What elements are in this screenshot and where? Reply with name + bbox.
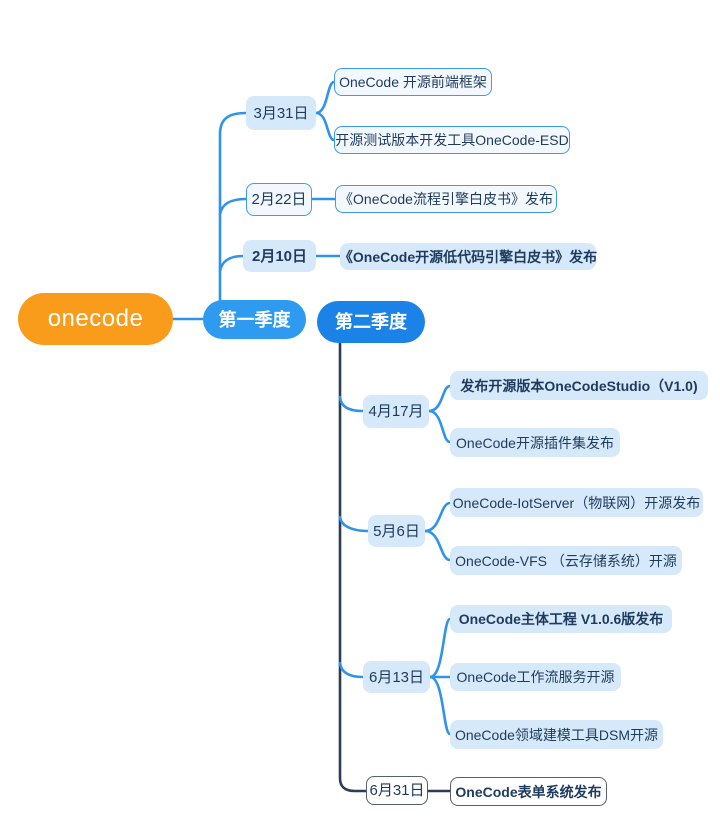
connector-q2-date1 xyxy=(338,395,365,413)
branch-q1[interactable]: 第一季度 xyxy=(203,300,306,339)
topic-q2-date-apr17[interactable]: 4月17月 xyxy=(363,395,429,428)
topic-q2-date-jun31[interactable]: 6月31日 xyxy=(366,776,428,805)
connector-q2d3-child3 xyxy=(428,675,452,736)
topic-q1-date-feb10[interactable]: 2月10日 xyxy=(243,240,316,272)
connector-date1-child2 xyxy=(314,111,336,142)
item-plugin-collection[interactable]: OneCode开源插件集发布 xyxy=(450,428,620,457)
connector-q2-trunk xyxy=(338,341,368,793)
item-form-system-release[interactable]: OneCode表单系统发布 xyxy=(450,777,607,806)
item-onecodestudio-release[interactable]: 发布开源版本OneCodeStudio（V1.0) xyxy=(450,371,708,400)
connector-q2d2-child2 xyxy=(423,529,452,562)
item-dsm-tool[interactable]: OneCode领域建模工具DSM开源 xyxy=(450,720,663,749)
connector-date1-child1 xyxy=(314,80,336,115)
item-workflow-service[interactable]: OneCode工作流服务开源 xyxy=(450,663,621,691)
connector-q2d1-child2 xyxy=(427,409,452,444)
topic-q1-date-feb22[interactable]: 2月22日 xyxy=(246,183,312,216)
connector-q1-trunk xyxy=(218,111,248,302)
branch-q2[interactable]: 第二季度 xyxy=(317,301,425,343)
item-iotserver-release[interactable]: OneCode-IotServer（物联网）开源发布 xyxy=(450,488,703,517)
connector-q2d2-child1 xyxy=(423,501,452,533)
topic-q2-date-jun13[interactable]: 6月13日 xyxy=(363,661,430,693)
root-topic[interactable]: onecode xyxy=(18,293,173,345)
connector-q2-date2 xyxy=(338,515,370,533)
item-main-project-v106[interactable]: OneCode主体工程 V1.0.6版发布 xyxy=(450,605,672,633)
item-lowcode-engine-whitepaper[interactable]: 《OneCode开源低代码引擎白皮书》发布 xyxy=(339,243,597,270)
item-onecode-esd[interactable]: 开源测试版本开发工具OneCode-ESD xyxy=(334,126,570,154)
connector-q1-date3 xyxy=(218,254,245,273)
item-frontend-framework[interactable]: OneCode 开源前端框架 xyxy=(334,68,492,96)
connector-q1-date2 xyxy=(218,197,248,216)
item-vfs-release[interactable]: OneCode-VFS （云存储系统）开源 xyxy=(450,546,682,575)
connector-q2d1-child1 xyxy=(427,384,452,413)
topic-q1-date-mar31[interactable]: 3月31日 xyxy=(246,96,316,130)
connector-q2d3-child1 xyxy=(428,617,452,679)
connector-q2-date3 xyxy=(338,661,365,679)
item-process-engine-whitepaper[interactable]: 《OneCode流程引擎白皮书》发布 xyxy=(335,185,557,213)
topic-q2-date-may6[interactable]: 5月6日 xyxy=(368,515,425,547)
